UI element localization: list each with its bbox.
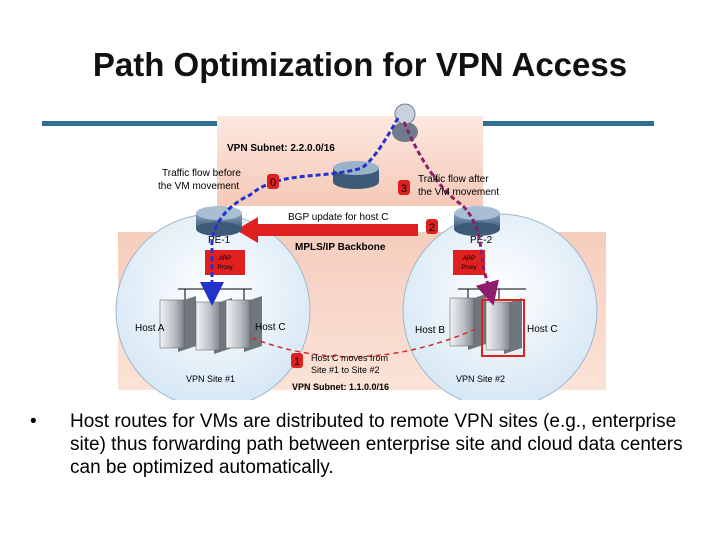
traffic-before-line1: Traffic flow before — [162, 168, 241, 179]
vpn-site-2-label: VPN Site #2 — [456, 374, 505, 384]
move-note-line2: Site #1 to Site #2 — [311, 365, 380, 375]
vm-move-arrow — [251, 327, 479, 358]
server-host-a — [159, 296, 196, 352]
server-host-c-site1 — [225, 296, 262, 352]
svg-text:1: 1 — [294, 356, 300, 368]
arp-proxy-1-line1: ARP — [219, 256, 231, 262]
arp-proxy-1-line2: Proxy — [217, 265, 232, 271]
traffic-before-line2: the VM movement — [158, 181, 239, 192]
arp-proxy-box-1 — [205, 250, 245, 275]
enterprise-site-area — [217, 116, 483, 206]
step-3-badge: 3 — [398, 180, 410, 195]
slide-title: Path Optimization for VPN Access — [92, 46, 628, 83]
backbone-label: MPLS/IP Backbone — [295, 242, 386, 253]
svg-text:0: 0 — [270, 177, 276, 189]
traffic-flow-before-path — [200, 117, 400, 306]
traffic-after-line1: Traffic flow after — [418, 174, 489, 185]
traffic-after-line2: the VM movement — [418, 187, 499, 198]
traffic-flow-after-path — [402, 121, 499, 306]
vpn-subnet-bottom-label: VPN Subnet: 1.1.0.0/16 — [292, 382, 389, 392]
svg-text:3: 3 — [401, 183, 407, 195]
host-c-site1-label: Host C — [255, 322, 286, 333]
arp-proxy-2-line1: ARP — [463, 256, 475, 262]
host-b-label: Host B — [415, 325, 445, 336]
svg-text:2: 2 — [429, 222, 435, 234]
title-rule-right — [482, 121, 654, 126]
vpn-subnet-top-label: VPN Subnet: 2.2.0.0/16 — [227, 143, 335, 154]
bullet-text: Host routes for VMs are distributed to r… — [70, 411, 683, 478]
host-c-site2-label: Host C — [527, 324, 558, 335]
pe2-label: PE-2 — [470, 235, 493, 246]
vpn-site-1-label: VPN Site #1 — [186, 374, 235, 384]
step-1-badge: 1 — [291, 353, 303, 368]
vpn-path-diagram: VPN Subnet: 2.2.0.0/16 MPLS/IP Backbone … — [115, 103, 606, 400]
step-0-badge: 0 — [267, 174, 279, 189]
bgp-update-label: BGP update for host C — [288, 212, 388, 223]
arp-proxy-box-2 — [453, 250, 485, 275]
title-rule-left — [42, 121, 217, 126]
pe2-router-icon — [454, 206, 500, 236]
bullet-marker: • — [30, 411, 37, 432]
arp-proxy-2-line2: Proxy — [461, 265, 476, 271]
ce-router-icon — [333, 161, 379, 189]
server-host-c-site2 — [485, 298, 522, 354]
bgp-update-arrow — [236, 217, 418, 243]
server-host-b — [449, 294, 486, 350]
step-2-badge: 2 — [426, 219, 438, 234]
pe1-label: PE-1 — [208, 235, 231, 246]
host-a-label: Host A — [135, 323, 165, 334]
move-note-line1: Host C moves from — [311, 353, 388, 363]
host-c-highlight-box — [481, 299, 525, 357]
